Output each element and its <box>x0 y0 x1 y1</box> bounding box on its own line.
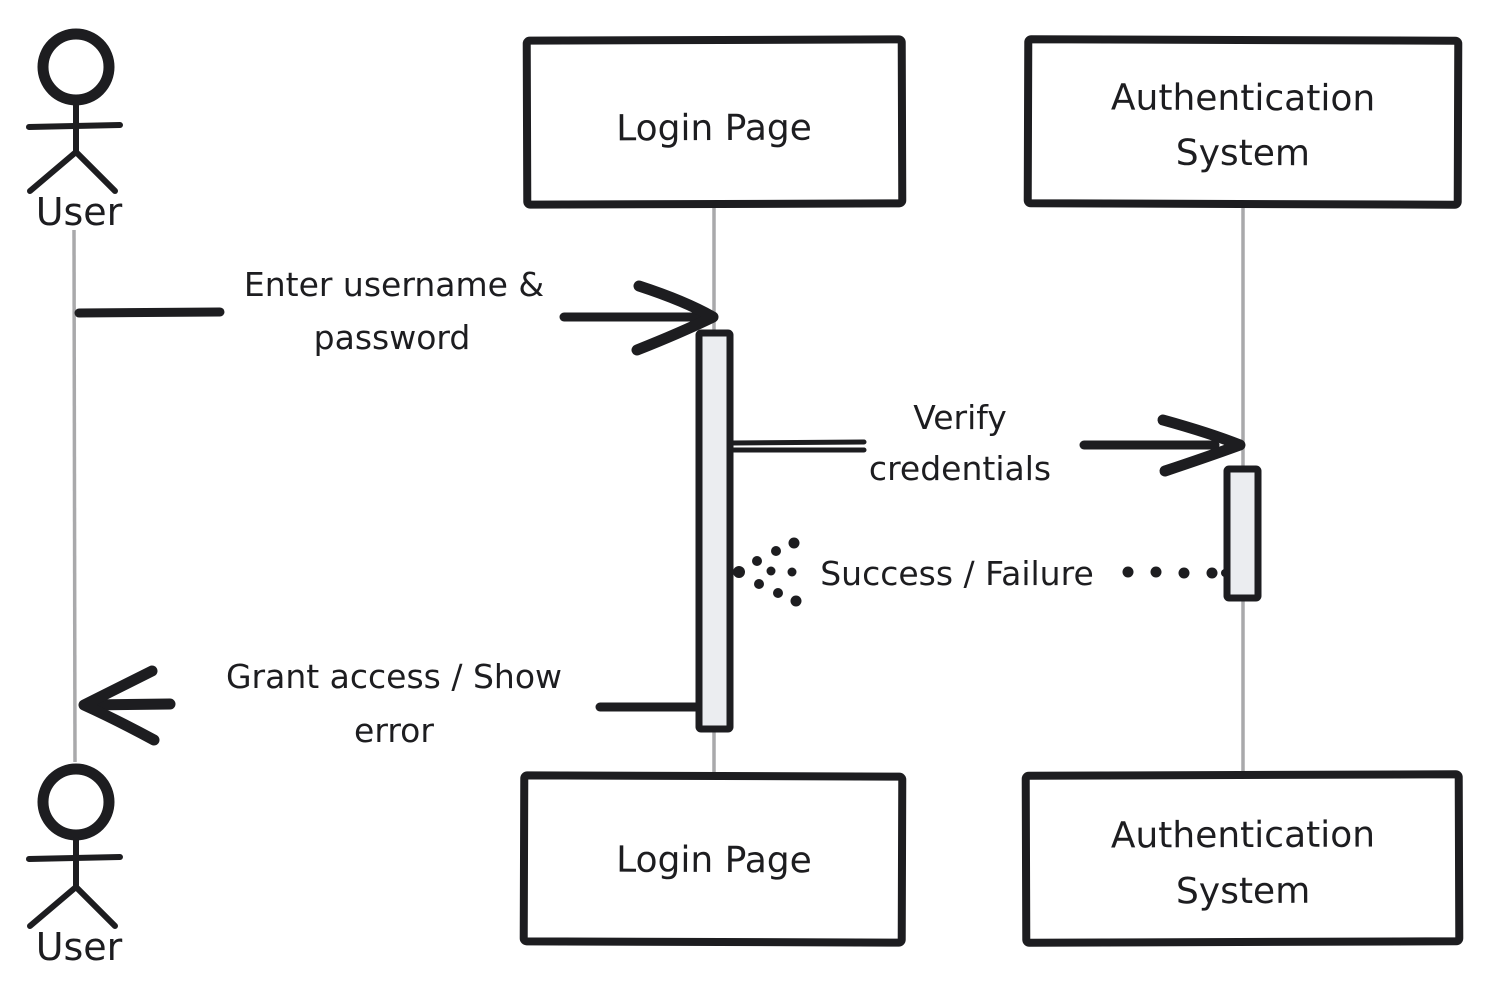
participant-box-login-page-top: Login Page <box>522 35 907 209</box>
message-grant-access: Grant access / Show error <box>78 657 717 750</box>
dot <box>1122 566 1134 578</box>
arrowhead-left-icon <box>78 665 160 746</box>
dot <box>773 588 783 598</box>
message-line-left <box>81 698 176 711</box>
actor-label: User <box>36 925 123 969</box>
message-label-line1: Verify <box>913 398 1007 437</box>
message-label-line2: error <box>354 711 434 750</box>
dot <box>1206 567 1218 579</box>
dot <box>752 556 762 566</box>
stick-figure-leg-right <box>73 884 118 929</box>
user-stick-figure-icon <box>26 28 123 194</box>
participant-label-line2: System <box>1176 871 1310 912</box>
actor-user-top: User <box>26 28 123 234</box>
activation-bar-login-page <box>695 329 734 733</box>
dot <box>790 595 802 607</box>
message-line-left <box>74 307 225 318</box>
participant-box-auth-system-top: Authentication System <box>1023 35 1463 209</box>
dot <box>787 567 797 577</box>
participant-rect <box>1021 770 1464 947</box>
activation-bar-auth-system <box>1223 465 1262 602</box>
stick-figure-head <box>37 28 115 106</box>
participant-label-line2: System <box>1176 133 1310 174</box>
message-enter-credentials: Enter username & password <box>74 265 719 357</box>
stick-figure-head <box>37 763 115 841</box>
dot <box>754 579 764 589</box>
dotted-arrowhead-left-icon <box>733 537 802 607</box>
stick-figure-leg-left <box>27 149 79 194</box>
actor-user-bottom: User <box>26 763 123 969</box>
participant-label: Login Page <box>616 108 812 150</box>
lifeline-user <box>72 229 77 763</box>
dot <box>1178 567 1190 579</box>
dot <box>733 566 745 578</box>
arrowhead-right-icon <box>1157 414 1246 477</box>
dot <box>771 546 781 556</box>
arrowhead-right-icon <box>631 280 719 356</box>
participant-label-line1: Authentication <box>1111 78 1375 120</box>
stick-figure-arms <box>26 122 123 130</box>
message-label-line1: Enter username & <box>244 265 544 304</box>
message-label-line2: credentials <box>869 449 1051 488</box>
participant-label: Login Page <box>616 840 812 882</box>
stick-figure-leg-left <box>27 884 79 929</box>
message-label-line2: password <box>314 318 471 357</box>
actor-label: User <box>36 190 123 234</box>
dotted-line-right <box>1122 566 1229 579</box>
dot <box>766 566 776 576</box>
dot <box>1150 566 1162 578</box>
participant-rect <box>1023 35 1463 209</box>
participant-rect <box>522 35 907 209</box>
user-stick-figure-icon <box>26 763 123 929</box>
message-label: Success / Failure <box>820 554 1094 593</box>
participant-rect <box>519 771 907 947</box>
message-line-left-stroke1 <box>728 439 867 446</box>
message-label-line1: Grant access / Show <box>226 657 562 696</box>
message-success-failure: Success / Failure <box>733 537 1229 607</box>
participant-box-auth-system-bottom: Authentication System <box>1021 770 1464 947</box>
dot <box>788 537 800 549</box>
stick-figure-arms <box>26 854 123 862</box>
participant-label-line1: Authentication <box>1111 815 1375 857</box>
message-verify-credentials: Verify credentials <box>728 398 1246 488</box>
stick-figure-leg-right <box>73 149 118 194</box>
participant-box-login-page-bottom: Login Page <box>519 771 907 947</box>
